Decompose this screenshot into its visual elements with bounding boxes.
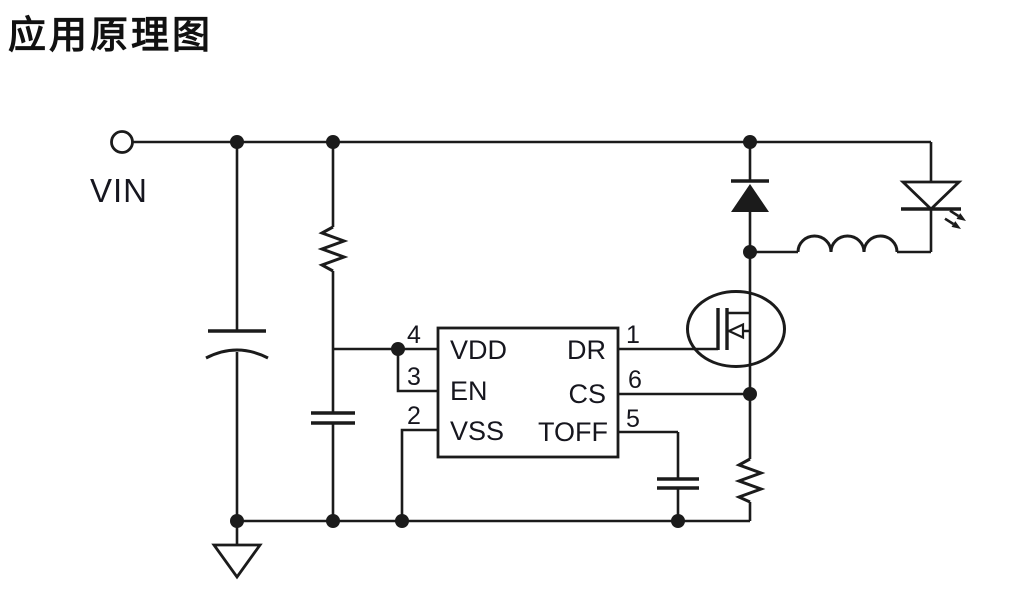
transistor-circle [686,290,786,368]
toff-capacitor [657,432,699,521]
page-title: 应用原理图 [8,12,214,57]
junction-dot [326,135,340,149]
junction-dot [743,135,757,149]
pin-label-dr: DR [567,335,606,365]
pin-label-vdd: VDD [450,335,507,365]
pin-number-2: 2 [407,402,421,430]
vin-label: VIN [90,172,148,209]
terminal-circle-icon [110,130,134,154]
pin-label-en: EN [450,376,488,406]
pin-label-vss: VSS [450,416,504,446]
led [899,142,966,252]
controller-ic: VDD EN VSS DR CS TOFF 4 3 2 1 6 5 [407,321,642,459]
ground-symbol [211,521,263,580]
pin-label-cs: CS [568,379,606,409]
vss-wire [400,428,438,521]
pin-number-3: 3 [407,363,421,391]
en-wire [396,349,438,393]
junction-dot [743,387,757,401]
vdd-capacitor [311,348,355,521]
ic-body [436,326,620,459]
vin-terminal: VIN [90,130,148,209]
nmos-transistor [686,252,786,394]
freewheel-diode [731,142,769,252]
mosfet-arrow-icon [726,322,745,340]
resistor-zigzag [317,225,349,273]
led-light-arrows-icon [944,209,966,229]
ground-triangle-icon [211,543,263,580]
capacitor-curved-plate [205,348,269,360]
diode-triangle [731,184,769,212]
junction-dot [671,514,685,528]
pin-number-5: 5 [626,405,640,433]
junction-dot [395,514,409,528]
pin-label-toff: TOFF [538,417,608,447]
resistor-zigzag [734,457,766,504]
junction-dot [326,514,340,528]
led-triangle [899,180,963,211]
pin-number-6: 6 [628,366,642,394]
pin-number-4: 4 [407,321,421,349]
junction-dot [230,135,244,149]
cs-resistor [734,394,766,521]
pin-number-1: 1 [626,321,640,349]
junction-dots [230,135,757,528]
junction-dot [391,342,405,356]
junction-dot [743,245,757,259]
inductor-coils [796,234,899,253]
vdd-resistor [317,142,349,348]
inductor [796,234,931,254]
input-capacitor [205,142,269,521]
junction-dot [230,514,244,528]
